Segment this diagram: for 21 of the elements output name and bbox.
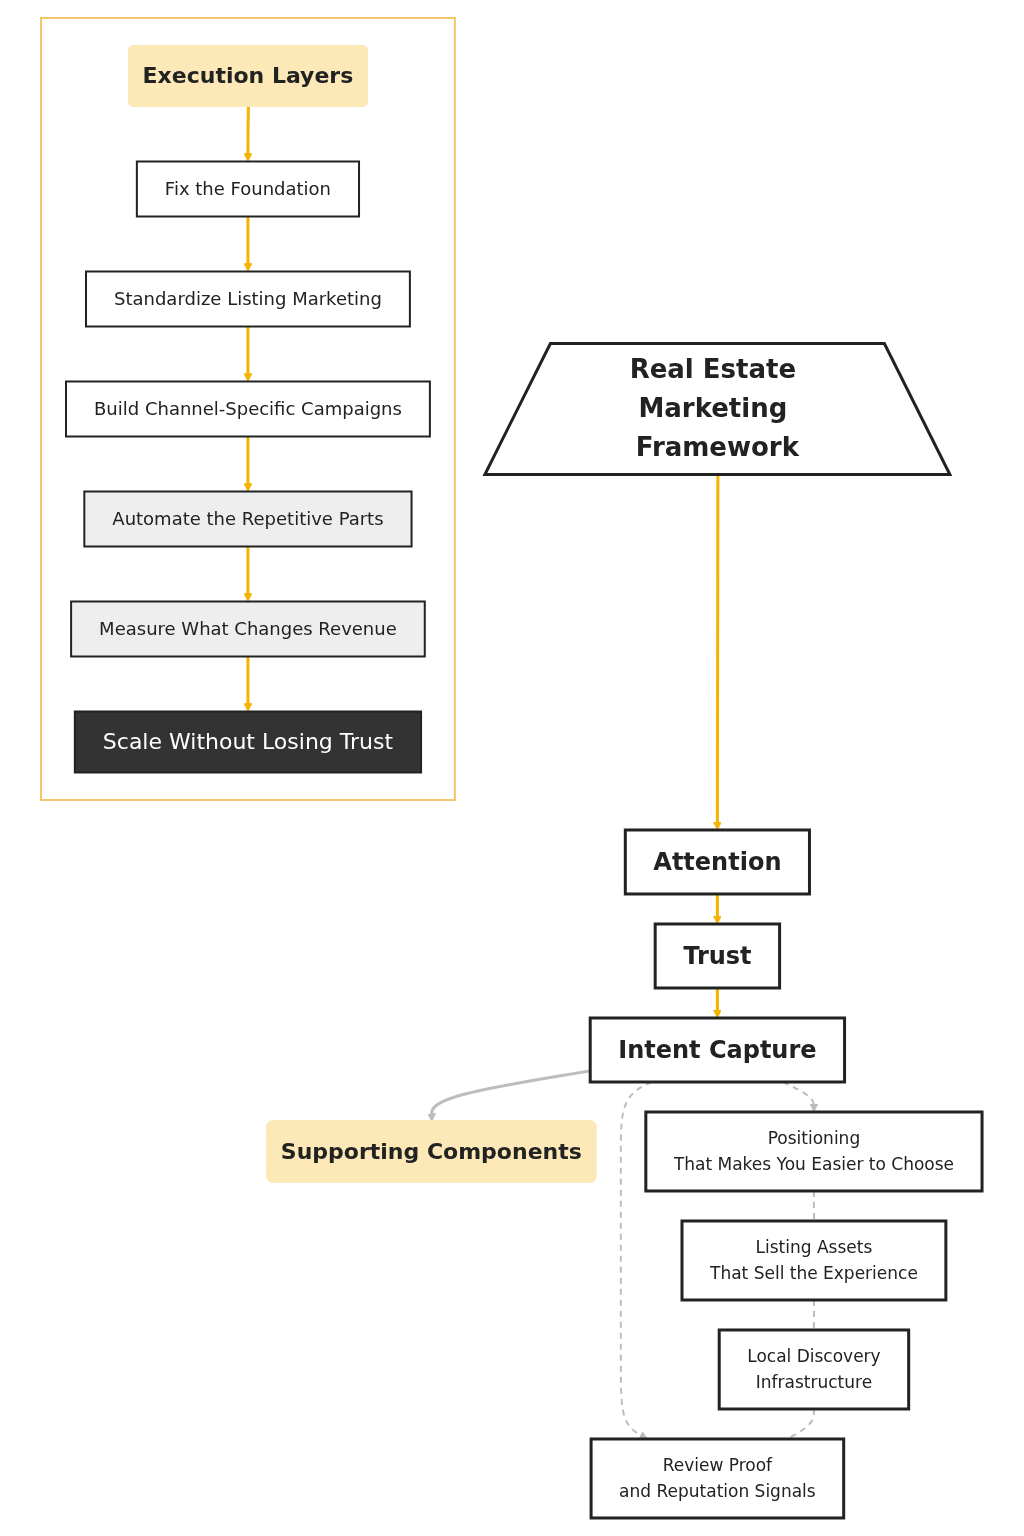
node-box: Intent Capture <box>589 1016 847 1084</box>
node-box: Trust <box>654 922 782 990</box>
arrow <box>244 326 253 382</box>
arrow <box>244 656 253 712</box>
node-box: Positioning That Makes You Easier to Choose <box>644 1110 984 1193</box>
node-box: Scale Without Losing Trust <box>74 710 423 774</box>
arrow <box>244 216 253 272</box>
cluster <box>40 17 457 801</box>
arrow <box>244 546 253 602</box>
node-box: Measure What Changes Revenue <box>70 600 427 658</box>
node-box: Attention <box>624 828 812 896</box>
node-box: Local Discovery Infrastructure <box>718 1328 911 1411</box>
node-box: Review Proof and Reputation Signals <box>590 1437 846 1520</box>
node-box: Standardize Listing Marketing <box>85 270 412 328</box>
node-box: Automate the Repetitive Parts <box>83 490 414 548</box>
node-box: Fix the Foundation <box>136 160 361 218</box>
arrow <box>244 436 253 492</box>
arrow <box>244 106 253 162</box>
arrow <box>427 1069 591 1122</box>
node-box: Build Channel-Specific Campaigns <box>65 380 432 438</box>
node-box: Listing Assets That Sell the Experience <box>681 1219 948 1302</box>
